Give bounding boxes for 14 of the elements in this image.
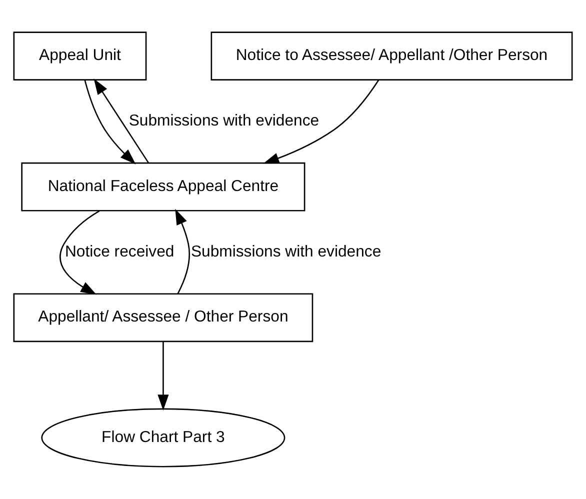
node-ellipse: Flow Chart Part 3 bbox=[41, 408, 286, 468]
edge-label: Notice received bbox=[65, 243, 174, 260]
arrow bbox=[175, 208, 190, 294]
node-box: Notice to Assessee/ Appellant /Other Person bbox=[210, 32, 573, 80]
node-box: National Faceless Appeal Centre bbox=[21, 162, 306, 212]
arrow bbox=[263, 80, 380, 164]
node-box: Appeal Unit bbox=[13, 32, 147, 80]
arrow bbox=[84, 80, 136, 164]
arrow bbox=[94, 78, 149, 164]
arrow bbox=[158, 342, 169, 410]
arrow bbox=[60, 210, 100, 295]
edge-label: Submissions with evidence bbox=[128, 112, 320, 130]
edge-label: Submissions with evidence bbox=[190, 243, 382, 260]
node-box: Appellant/ Assessee / Other Person bbox=[13, 293, 314, 342]
